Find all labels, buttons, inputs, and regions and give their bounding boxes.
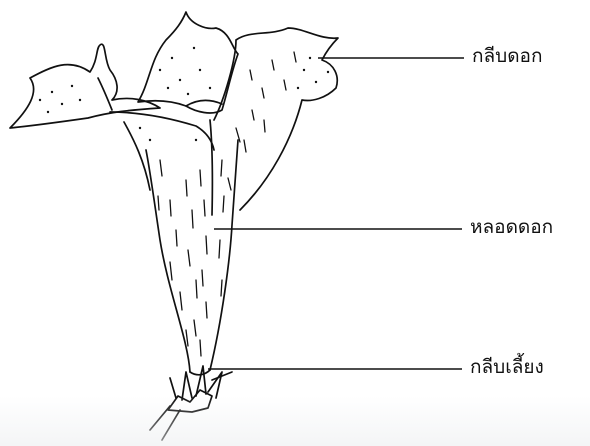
label-petal: กลีบดอก (472, 47, 542, 66)
label-sepal: กลีบเลี้ยง (470, 358, 544, 377)
stipple-dots (39, 47, 329, 141)
label-corolla-tube: หลอดดอก (470, 218, 553, 237)
sepals (168, 366, 232, 412)
texture-marks (158, 52, 296, 356)
flower-drawing (10, 12, 338, 440)
petals (10, 12, 338, 210)
corolla-tube (146, 120, 238, 375)
